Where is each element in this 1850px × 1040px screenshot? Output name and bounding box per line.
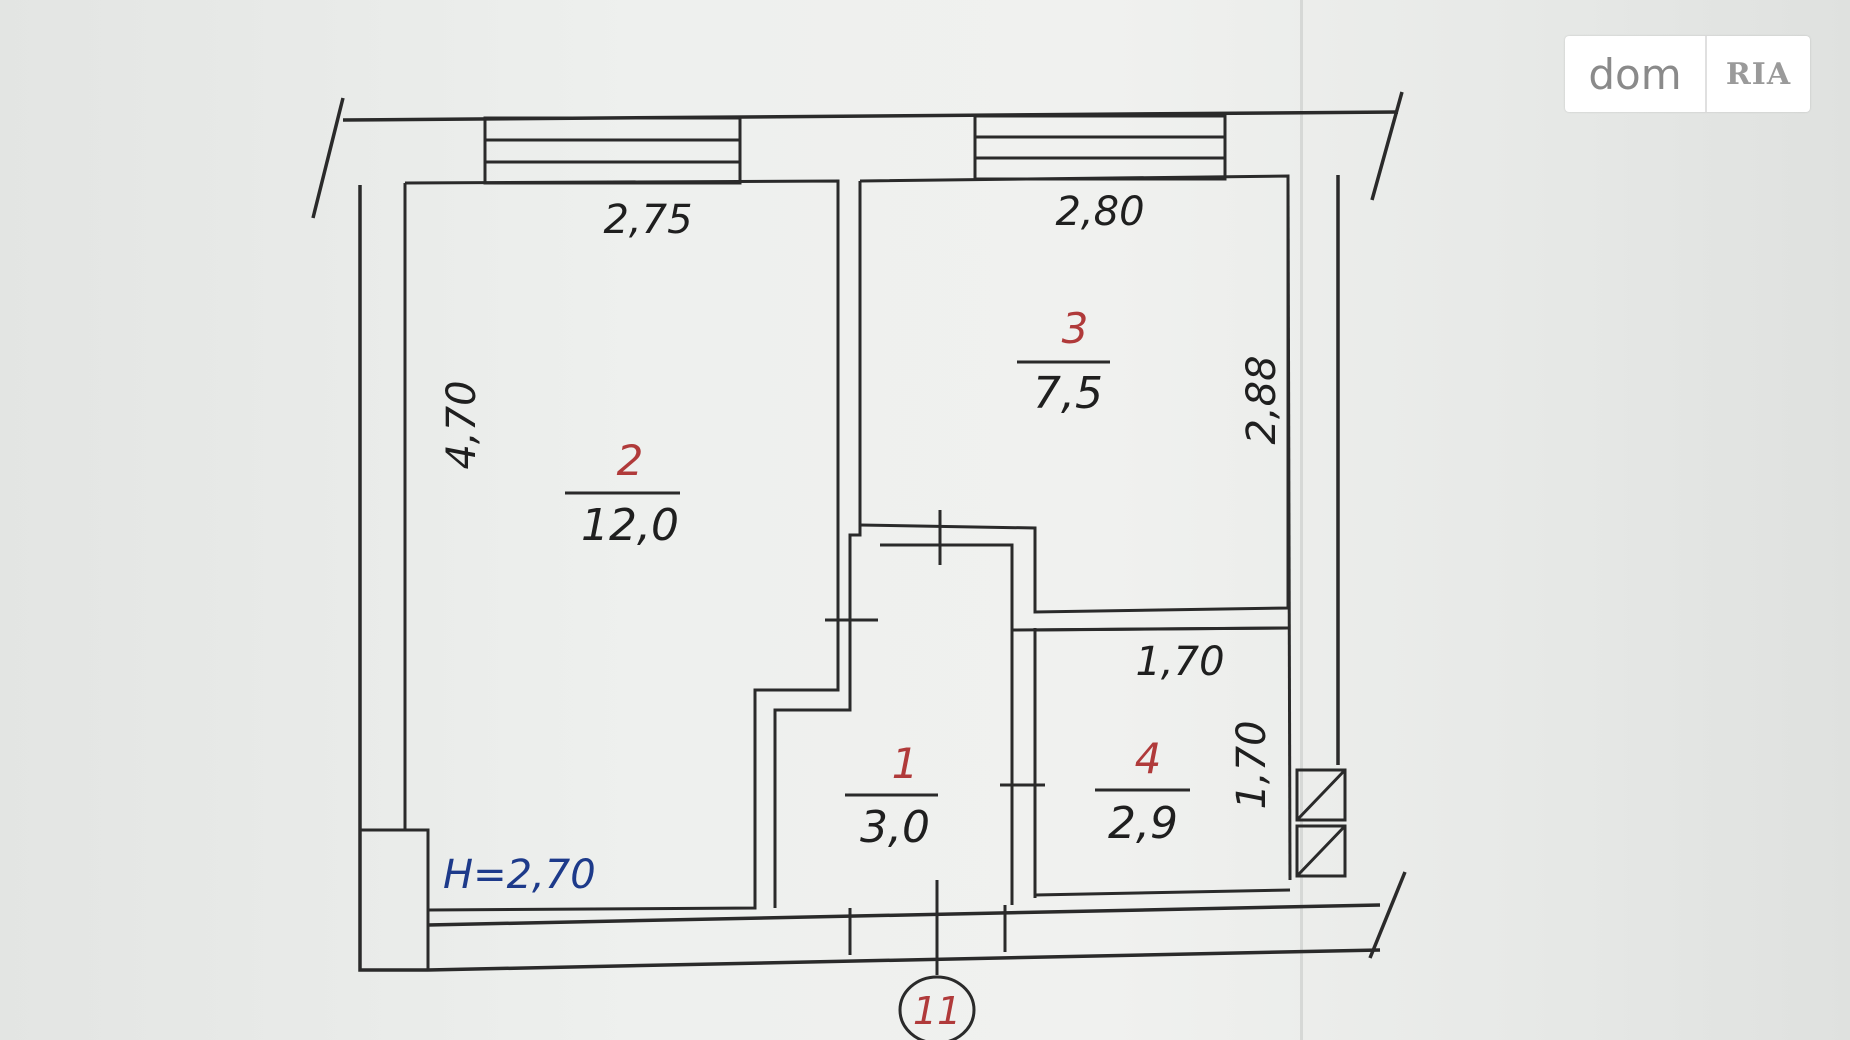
logo-divider	[1705, 36, 1707, 112]
paper-fold	[1300, 0, 1303, 1040]
room4-length-dim: 1,70	[1229, 720, 1275, 809]
vent-shaft-bottom	[1295, 824, 1347, 878]
logo-ria-text: RIA	[1725, 56, 1792, 92]
outer-wall-left	[358, 185, 428, 972]
domria-logo: dom RIA	[1565, 36, 1810, 112]
logo-dom-text: dom	[1588, 49, 1682, 99]
outer-wall-bottom-outer	[427, 948, 1381, 972]
room3-width-dim: 2,80	[1055, 189, 1144, 235]
room2-length-dim: 4,70	[439, 380, 485, 469]
room2-area: 12,0	[581, 500, 679, 551]
vent-shaft-top	[1295, 768, 1347, 822]
room4-outline	[1034, 626, 1289, 632]
wall-break-top-right	[1370, 91, 1404, 201]
axis-marker-label: 11	[913, 989, 961, 1033]
room4-bottom	[1034, 888, 1291, 897]
room3-outline	[859, 174, 1290, 614]
room2-width-dim: 2,75	[603, 197, 692, 243]
room4-width-dim: 1,70	[1135, 639, 1224, 685]
axis-marker: 11	[898, 975, 976, 1040]
corner-column	[358, 828, 430, 972]
room3-length-dim: 2,88	[1239, 355, 1285, 444]
room2-number: 2	[617, 436, 644, 485]
room2-partition-outer	[773, 181, 862, 908]
room3-number: 3	[1062, 304, 1089, 353]
window-right	[973, 114, 1227, 181]
room1-number: 1	[892, 739, 919, 788]
ceiling-height-label: H=2,70	[443, 852, 596, 898]
room1-area: 3,0	[860, 802, 930, 853]
wall-break-top-left	[311, 97, 345, 219]
window-left	[483, 116, 742, 185]
wall-break-bottom-right	[1368, 871, 1407, 959]
outer-wall-bottom	[427, 903, 1381, 927]
room2-outline	[404, 179, 840, 912]
room4-number: 4	[1135, 734, 1162, 783]
room3-area: 7,5	[1033, 368, 1103, 419]
room4-area: 2,9	[1108, 798, 1178, 849]
